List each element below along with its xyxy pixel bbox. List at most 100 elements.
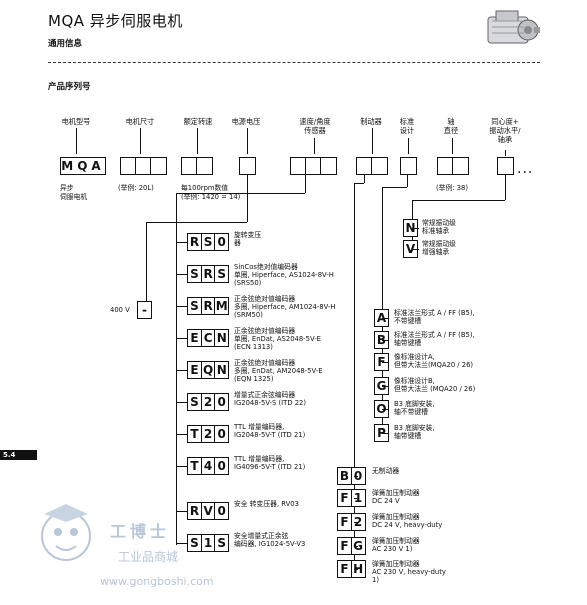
brake-option-2-desc-line: 弹簧加压制动器 (372, 513, 420, 521)
feedback-option-6-desc-line: TTL 增量编码器, (234, 423, 285, 431)
rated-speed-boxes (181, 157, 213, 175)
feedback-option-6-desc-line: IG2048-5V-T (ITD 21) (234, 431, 306, 440)
standard-option-1-desc-line: 轴带键槽 (394, 339, 422, 348)
brake-option-3-desc-line: 弹簧加压制动器 (372, 537, 420, 545)
feedback-option-6-code-char: 2 (200, 425, 216, 443)
voltage-box (239, 157, 256, 175)
rated-speed-note-line1: 每100rpm数值 (181, 184, 229, 192)
feedback-option-0-code-char: 0 (214, 233, 230, 251)
standard-option-5-desc-line: 轴带键槽 (394, 432, 422, 441)
balance-option-0-desc-line: 标准轴承 (422, 227, 450, 236)
feedback-option-4-code-char: N (214, 361, 230, 379)
feedback-option-7-code-char: 0 (214, 457, 230, 475)
label-feedback: 速度/角度 传感器 (293, 117, 337, 135)
section-title: 产品序列号 (48, 82, 91, 92)
feedback-option-6-code-char: 0 (214, 425, 230, 443)
feedback-option-3-code-char: E (187, 329, 202, 347)
label-standard-line2: 设计 (399, 126, 415, 135)
standard-option-1-desc: 标准法兰形式 A / FF (B5),轴带键槽 (394, 331, 475, 347)
standard-option-4-code: O (374, 400, 389, 418)
brake-boxes (356, 157, 388, 175)
shaft-boxes (437, 157, 469, 175)
rated-speed-note-line2: (举例: 1420 = 14) (181, 192, 241, 201)
page-number-tab: 5.4 (0, 450, 37, 460)
feedback-option-0-desc: 旋转变压器 (234, 231, 261, 247)
standard-option-4-desc-line: 轴不带键槽 (394, 408, 428, 417)
label-shaft-line1: 轴 (447, 117, 455, 126)
balance-option-0-desc: 常规振动级标准轴承 (422, 219, 456, 235)
feedback-option-2-desc-line: (SRM50) (234, 311, 263, 320)
label-balance-line3: 轴承 (497, 135, 513, 144)
feedback-option-1-desc-line: 单圈, Hiperface, AS1024-8V-H (234, 271, 334, 280)
motor-size-example: (举例: 20L) (118, 184, 154, 192)
label-motor-size: 电机尺寸 (125, 117, 155, 126)
feedback-option-1-desc: SinCos绝对值编码器单圈, Hiperface, AS1024-8V-H(S… (234, 263, 334, 288)
motor-type-desc-line2: 伺服电机 (60, 192, 88, 201)
feedback-option-9-code-char: S (214, 534, 230, 552)
label-feedback-line2: 传感器 (304, 126, 326, 135)
feedback-option-4-code-char: E (187, 361, 202, 379)
watermark-mascot-icon (41, 504, 91, 561)
standard-option-2-code-char: F (374, 353, 389, 371)
brake-option-3-desc-line: AC 230 V 1) (372, 545, 413, 554)
header-divider (48, 62, 540, 63)
brake-option-3-code-char: G (350, 537, 366, 555)
label-shaft-line2: 直径 (443, 126, 459, 135)
feedback-option-3-desc-line: (ECN 1313) (234, 343, 273, 352)
voltage-code-text: - (137, 301, 152, 319)
feedback-option-9-desc: 安全增量式正余弦编码器, IG1024-5V-V3 (234, 532, 305, 548)
watermark-tagline: 工业品商城 (118, 550, 179, 564)
brake-option-0-desc: 无制动器 (372, 467, 399, 475)
label-balance-line2: 振动水平/ (489, 126, 521, 135)
standard-option-2-desc: 像标准设计A,但带大法兰(MQA20 / 26) (394, 353, 473, 369)
standard-option-3-desc-line: 像标准设计B, (394, 377, 435, 385)
feedback-option-0-desc-line: 旋转变压 (234, 231, 262, 239)
label-motor-type: 电机型号 (61, 117, 91, 126)
feedback-option-0-code-char: S (200, 233, 216, 251)
label-balance: 同心度+ 振动水平/ 轴承 (484, 117, 526, 144)
motor-type-desc-line1: 异步 (60, 184, 74, 192)
page-subtitle: 通用信息 (48, 39, 83, 49)
standard-option-1-code-char: B (374, 331, 389, 349)
feedback-option-6-desc: TTL 增量编码器,IG2048-5V-T (ITD 21) (234, 423, 305, 439)
balance-option-1-desc-line: 增强轴承 (422, 248, 450, 257)
standard-option-5-code: P (374, 424, 389, 442)
feedback-option-3-code-char: C (200, 329, 216, 347)
standard-option-4-code-char: O (374, 400, 389, 418)
feedback-option-5-code-char: 0 (214, 393, 230, 411)
standard-option-0-code: A (374, 309, 389, 327)
brake-option-4-desc-line: AC 230 V, heavy-duty (372, 568, 446, 577)
brake-option-4-desc-line: 1) (372, 576, 379, 585)
standard-box (400, 157, 417, 175)
motor-size-boxes (120, 157, 167, 175)
balance-box (497, 157, 514, 175)
feedback-option-9-desc-line: 编码器, IG1024-5V-V3 (234, 540, 306, 549)
standard-option-5-desc-line: B3 底脚安装, (394, 424, 435, 432)
brake-option-2-desc-line: DC 24 V, heavy-duty (372, 521, 443, 530)
rated-speed-note: 每100rpm数值 (举例: 1420 = 14) (181, 184, 240, 201)
label-voltage: 电源电压 (231, 117, 261, 126)
brake-option-1-code-char: 1 (350, 489, 366, 507)
feedback-option-4-desc: 正余弦绝对值编码器多圈, EnDat, AM2048-5V-E(EQN 1325… (234, 359, 323, 384)
standard-option-3-code-char: G (374, 377, 389, 395)
standard-option-0-code-char: A (374, 309, 389, 327)
standard-option-2-desc-line: 但带大法兰(MQA20 / 26) (394, 361, 474, 370)
feedback-option-3-desc-line: 正余弦绝对值编码器 (234, 327, 296, 335)
voltage-code: - (137, 301, 152, 319)
brake-option-4-desc-line: 弹簧加压制动器 (372, 560, 420, 568)
feedback-option-7-desc: TTL 增量编码器,IG4096-5V-T (ITD 21) (234, 455, 305, 471)
motor-type-code-text: MQA (60, 157, 106, 175)
label-shaft: 轴 直径 (436, 117, 466, 135)
feedback-option-9-desc-line: 安全增量式正余弦 (234, 532, 289, 540)
more-dots: ... (517, 161, 534, 177)
standard-option-0-desc-line: 不带键槽 (394, 317, 422, 326)
label-balance-line1: 同心度+ (491, 117, 519, 126)
standard-option-0-desc-line: 标准法兰形式 A / FF (B5), (394, 309, 475, 317)
